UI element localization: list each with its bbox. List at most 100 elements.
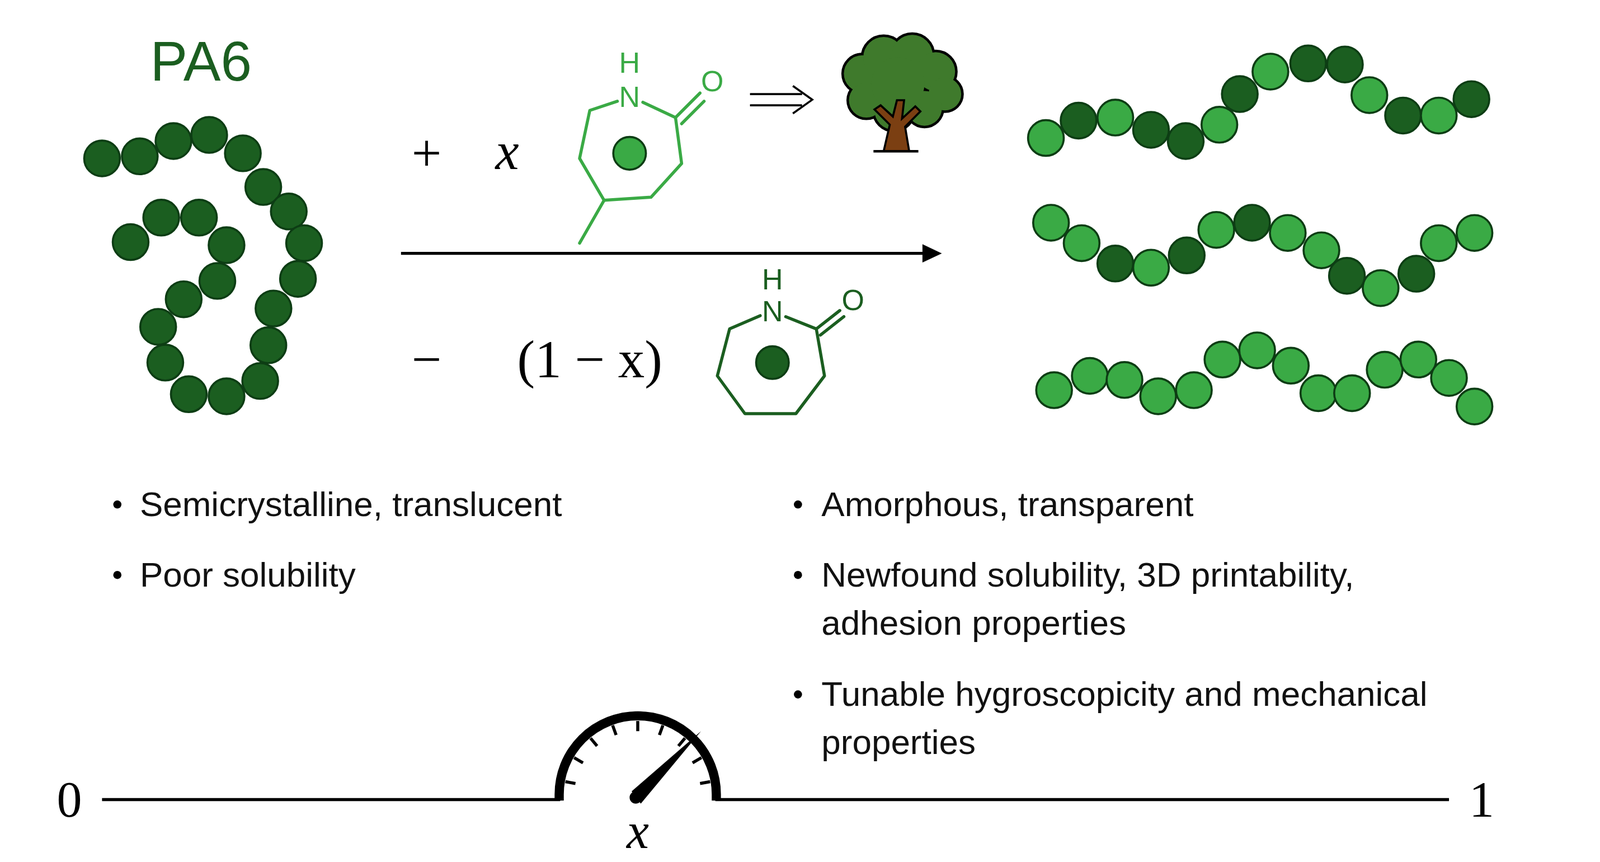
methyl-caprolactam-unit (1097, 99, 1134, 136)
methyl-caprolactam-unit (1300, 375, 1337, 412)
caprolactam-unit (208, 227, 245, 263)
implies-arrow (750, 85, 813, 114)
methyl-caprolactam-unit (1351, 77, 1388, 114)
caprolactam-unit (165, 281, 202, 318)
gauge-dial-part (692, 757, 702, 763)
bullet-dots-part (113, 500, 122, 509)
gauge-dial-part (565, 781, 576, 784)
caprolactam-unit (1133, 111, 1170, 148)
methyl-caprolactam-part (681, 101, 704, 124)
property-bullet: Newfound solubility, 3D printability, ad… (821, 550, 1471, 647)
methyl-caprolactam-unit (1201, 106, 1238, 143)
polymer-name: PA6 (150, 30, 253, 92)
gauge-dial-part (659, 725, 663, 735)
atom-label: O (841, 284, 865, 317)
caprolactam-unit (1060, 102, 1097, 139)
implies-arrow-part (750, 92, 803, 96)
methyl-caprolactam-part (613, 137, 646, 170)
caprolactam-unit (286, 224, 323, 261)
gauge-dial-part (636, 720, 639, 731)
fraction-symbol: x (495, 121, 519, 181)
methyl-caprolactam (579, 92, 705, 243)
methyl-caprolactam-unit (1071, 358, 1108, 394)
gauge-dial-part (699, 781, 710, 784)
methyl-caprolactam-part (579, 200, 605, 244)
caprolactam-unit (1329, 257, 1366, 294)
axis-end-label: 1 (1469, 771, 1495, 827)
methyl-caprolactam-unit (1420, 97, 1457, 134)
property-bullet: Semicrystalline, translucent (139, 480, 563, 529)
reaction-arrow-part (922, 243, 943, 263)
methyl-caprolactam-unit (1063, 224, 1100, 261)
caprolactam-unit (113, 224, 149, 261)
caprolactam-unit (242, 363, 279, 399)
methyl-caprolactam-unit (1400, 341, 1437, 378)
methyl-caprolactam-unit (1028, 120, 1065, 157)
caprolactam-unit (199, 262, 236, 299)
property-bullet: Poor solubility (139, 550, 356, 599)
tree-icon (843, 34, 962, 152)
methyl-caprolactam-unit (1033, 204, 1070, 241)
gauge-dial-part (631, 730, 701, 804)
caprolactam-unit (1385, 97, 1421, 134)
bullet-dots-part (793, 570, 803, 580)
caprolactam-unit (1326, 46, 1363, 83)
gauge-dial-part (612, 725, 616, 735)
caprolactam-unit (1168, 123, 1204, 159)
caprolactam-unit (143, 199, 180, 236)
property-bullet: Tunable hygroscopicity and mechanical pr… (821, 669, 1471, 766)
caprolactam-unit (121, 138, 158, 174)
gauge-dial-part (629, 791, 642, 804)
gauge-dial-part (573, 757, 583, 763)
bullet-dots-part (793, 500, 803, 509)
caprolactam-unit (83, 140, 120, 177)
methyl-caprolactam-unit (1239, 332, 1275, 369)
bullet-dots-part (793, 689, 803, 699)
property-bullet: Amorphous, transparent (821, 480, 1194, 529)
caprolactam-unit (1453, 81, 1490, 117)
composition-axis-part (715, 797, 1449, 801)
caprolactam-unit (181, 199, 218, 236)
caprolactam-unit (208, 378, 245, 414)
axis-end-label: 0 (57, 771, 83, 827)
caprolactam-unit (280, 260, 317, 297)
gauge-dial-part (590, 737, 598, 746)
caprolactam-part (717, 315, 825, 414)
caprolactam-unit (147, 344, 184, 381)
methyl-caprolactam-unit (1334, 375, 1371, 412)
caprolactam-part (816, 310, 840, 329)
gauge-dial (559, 715, 717, 804)
methyl-caprolactam-unit (1106, 361, 1143, 398)
atom-label: N (619, 81, 641, 114)
atom-label: H (761, 263, 784, 296)
caprolactam-unit (1234, 204, 1270, 241)
caprolactam-unit (1097, 245, 1134, 282)
methyl-caprolactam-unit (1362, 270, 1399, 307)
atom-label: H (619, 46, 641, 79)
reaction-arrow-part (401, 251, 927, 255)
minus-sign: − (411, 330, 442, 389)
atom-label: O (700, 65, 724, 98)
methyl-caprolactam-unit (1456, 388, 1493, 425)
bullet-dots (113, 500, 802, 699)
bullet-dots-part (113, 570, 122, 580)
methyl-caprolactam-unit (1456, 214, 1493, 251)
methyl-caprolactam-unit (1140, 378, 1176, 414)
methyl-caprolactam-unit (1252, 53, 1289, 90)
caprolactam-unit (191, 116, 228, 153)
atom-label: N (761, 295, 784, 328)
methyl-caprolactam-unit (1036, 372, 1072, 408)
implies-arrow-part (792, 85, 813, 114)
methyl-caprolactam-unit (1269, 214, 1306, 251)
methyl-caprolactam-unit (1272, 347, 1309, 384)
tree-icon-part (874, 100, 921, 152)
tree-icon-part (873, 149, 919, 153)
caprolactam-unit (224, 135, 261, 172)
caprolactam-unit (171, 375, 207, 412)
gauge-label: x (626, 802, 649, 859)
caprolactam-unit (255, 290, 292, 327)
methyl-caprolactam-unit (1366, 351, 1403, 388)
methyl-caprolactam-unit (1175, 372, 1212, 408)
caprolactam-unit (1168, 237, 1205, 274)
